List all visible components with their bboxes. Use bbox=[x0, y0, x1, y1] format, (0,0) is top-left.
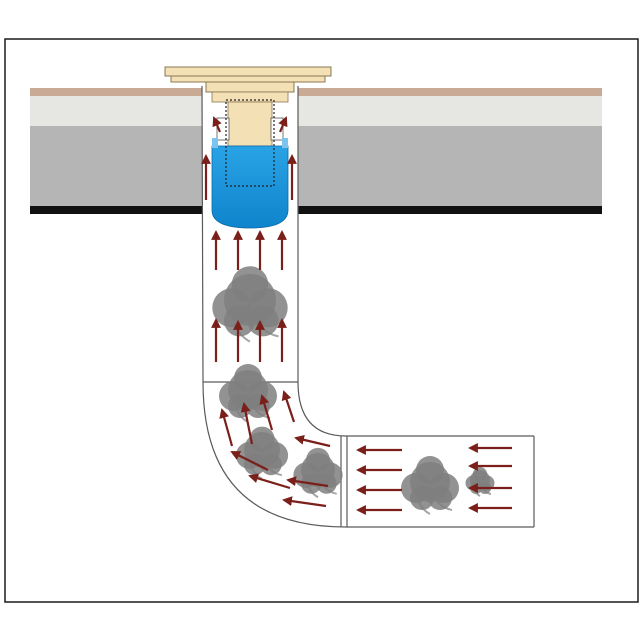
pipe-wall-left bbox=[201, 85, 204, 383]
elbow-outer-curve bbox=[202, 381, 347, 528]
up-arrow-icon bbox=[212, 116, 222, 133]
floor-concrete-layer bbox=[30, 126, 602, 206]
flange-mid-plate bbox=[170, 75, 326, 83]
airflow-arrows bbox=[201, 116, 512, 515]
water-seal bbox=[211, 99, 289, 229]
up-arrow-icon bbox=[294, 434, 331, 448]
up-arrow-icon bbox=[240, 402, 254, 445]
up-arrow-icon bbox=[281, 390, 296, 423]
up-arrow-icon bbox=[282, 496, 327, 508]
floor-finish-layer bbox=[30, 88, 602, 96]
floor-screed-layer bbox=[30, 96, 602, 126]
up-arrow-icon bbox=[230, 451, 269, 471]
floor-slab bbox=[30, 88, 602, 214]
up-arrow-icon bbox=[248, 473, 291, 490]
up-arrow-icon bbox=[286, 476, 329, 488]
drain-flange bbox=[164, 66, 332, 147]
elbow-inner-curve bbox=[297, 381, 347, 437]
water-right-channel bbox=[282, 138, 288, 148]
trap-insert-body bbox=[227, 101, 273, 147]
smoke-puff-icon bbox=[235, 426, 289, 480]
water-left-channel bbox=[212, 138, 218, 148]
up-arrow-icon bbox=[259, 394, 274, 431]
flange-neck bbox=[205, 81, 295, 93]
smoke-puff-icon bbox=[401, 456, 459, 515]
up-arrow-icon bbox=[278, 116, 288, 133]
up-arrow-icon bbox=[219, 408, 234, 447]
flange-top-plate bbox=[164, 66, 332, 77]
inner-cup-outline bbox=[225, 99, 275, 187]
water-body bbox=[211, 145, 289, 229]
floor-membrane-layer bbox=[30, 206, 602, 214]
